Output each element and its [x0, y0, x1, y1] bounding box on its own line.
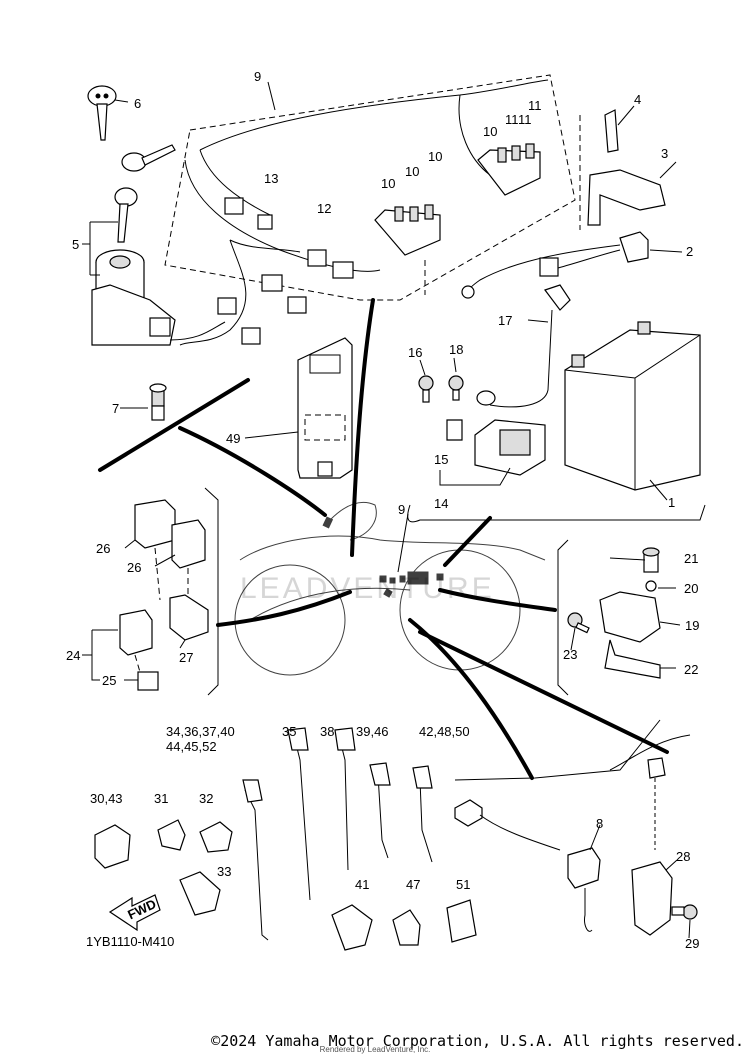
callout-33: 33	[217, 864, 231, 879]
callout-27: 27	[179, 650, 193, 665]
callout-49: 49	[226, 431, 240, 446]
callout-31: 31	[154, 791, 168, 806]
callout-8: 8	[596, 816, 603, 831]
callout-17: 17	[498, 313, 512, 328]
panel-49	[297, 337, 353, 479]
callout-9-top: 9	[254, 69, 261, 84]
callout-4: 4	[634, 92, 641, 107]
callout-12: 12	[317, 201, 331, 216]
sensor-8-28-group	[454, 757, 698, 936]
callout-11b: 11	[505, 112, 519, 127]
callout-2: 2	[686, 244, 693, 259]
callout-32: 32	[199, 791, 213, 806]
callout-22: 22	[684, 662, 698, 677]
callout-3: 3	[661, 146, 668, 161]
callout-29: 29	[685, 936, 699, 951]
callout-38: 38	[320, 724, 334, 739]
callout-6: 6	[134, 96, 141, 111]
copyright-footer: ©2024 Yamaha Motor Corporation, U.S.A. A…	[211, 1032, 744, 1050]
callout-10b: 10	[428, 149, 442, 164]
rendered-by-note: Rendered by LeadVenture, Inc.	[319, 1045, 431, 1054]
callout-10d: 10	[381, 176, 395, 191]
callout-14: 14	[434, 496, 448, 511]
callout-18: 18	[449, 342, 463, 357]
callout-24: 24	[66, 648, 80, 663]
callout-11a: 11	[528, 98, 542, 113]
callout-41: 41	[355, 877, 369, 892]
callout-26b: 26	[127, 560, 141, 575]
cable-ties-group: FWD	[94, 727, 477, 951]
callout-7: 7	[112, 401, 119, 416]
callout-51: 51	[456, 877, 470, 892]
callout-28: 28	[676, 849, 690, 864]
callout-21: 21	[684, 551, 698, 566]
callout-25: 25	[102, 673, 116, 688]
callout-39-46: 39,46	[356, 724, 389, 739]
callout-1: 1	[668, 495, 675, 510]
callout-23: 23	[563, 647, 577, 662]
callout-42-48-50: 42,48,50	[419, 724, 470, 739]
sensor-box	[557, 539, 661, 696]
callout-10c: 10	[405, 164, 419, 179]
diagram-code: 1YB1110-M410	[86, 934, 174, 949]
callout-44-45-52: 44,45,52	[166, 739, 217, 754]
callout-47: 47	[406, 877, 420, 892]
callout-10a: 10	[483, 124, 497, 139]
callout-13: 13	[264, 171, 278, 186]
callout-20: 20	[684, 581, 698, 596]
callout-5: 5	[72, 237, 79, 252]
relay-box	[91, 487, 219, 696]
battery-group	[424, 109, 701, 491]
thick-leaders	[98, 298, 706, 781]
callout-9-center: 9	[398, 502, 405, 517]
callout-26a: 26	[96, 541, 110, 556]
callout-35: 35	[282, 724, 296, 739]
starter-relay-group	[418, 375, 546, 486]
callout-15: 15	[434, 452, 448, 467]
main-switch-group	[87, 85, 226, 421]
callout-30-43: 30,43	[90, 791, 123, 806]
callout-19: 19	[685, 618, 699, 633]
wire-harness-group	[164, 74, 576, 346]
callout-labels: 9 6 4 11 11 10 11 3 10 10 10 13 12 5 2 1…	[66, 69, 699, 951]
callout-16: 16	[408, 345, 422, 360]
callout-11c: 11	[518, 112, 532, 127]
callout-34-36-37-40: 34,36,37,40	[166, 724, 235, 739]
